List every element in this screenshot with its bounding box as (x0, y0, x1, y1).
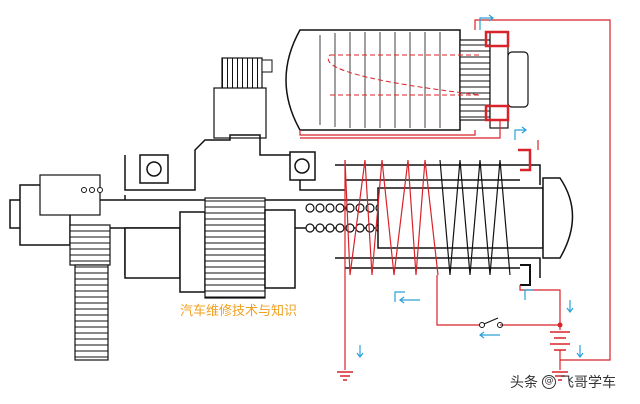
diagram-caption: 汽车维修技术与知识 (180, 304, 298, 319)
watermark: 头条 @ 飞哥学车 (510, 372, 616, 392)
watermark-handle: 飞哥学车 (560, 375, 616, 391)
bearing-left (139, 154, 169, 184)
junction-node (557, 322, 563, 328)
circuit-wiring (299, 19, 611, 370)
contact-terminals (518, 148, 532, 172)
brush-terminals (484, 30, 510, 122)
motor-armature (285, 29, 529, 131)
switch-symbol (479, 317, 503, 328)
clutch-assembly (124, 197, 296, 299)
solenoid-plunger (377, 177, 574, 259)
pinion-gear (69, 224, 111, 361)
watermark-prefix: 头条 (510, 375, 538, 391)
at-logo-icon: @ (542, 375, 556, 389)
ground-symbol (337, 371, 568, 381)
current-arrow (356, 14, 584, 358)
battery-symbol (550, 331, 570, 351)
solenoid-coil (344, 159, 511, 276)
bearing-right (289, 151, 316, 181)
contact-disc (520, 264, 531, 286)
intermediate-gear (213, 57, 273, 139)
